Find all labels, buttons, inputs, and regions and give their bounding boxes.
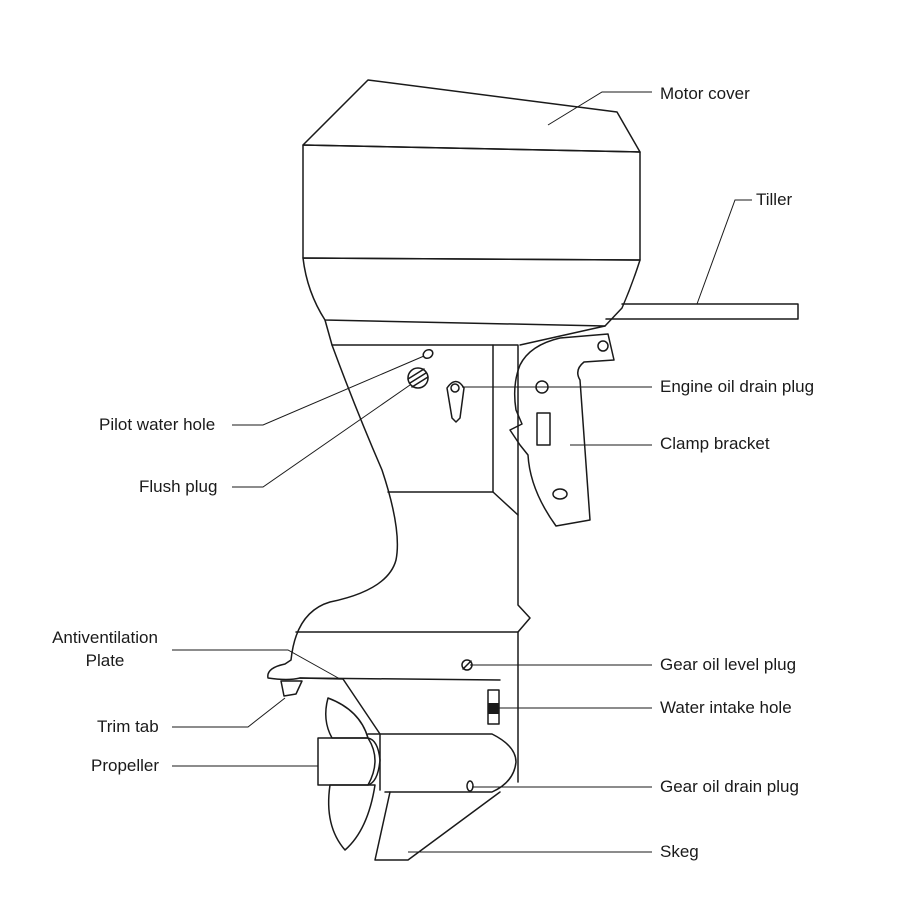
midsection-shape xyxy=(267,319,399,681)
antiventilation-plate-bottom xyxy=(299,677,501,681)
label-motor-cover: Motor cover xyxy=(660,84,750,103)
leader-tiller xyxy=(696,199,752,305)
clamp-bracket-shape xyxy=(509,333,615,527)
gearcase-shape xyxy=(342,678,517,793)
clamp-bolt-top xyxy=(597,340,609,352)
label-tiller: Tiller xyxy=(756,190,793,209)
engine-oil-drain-plug-bolt xyxy=(450,383,460,393)
propeller-blade-bottom xyxy=(327,784,376,851)
label-antiventilation-line2: Plate xyxy=(85,651,125,670)
trim-tab-shape xyxy=(280,680,303,697)
motor-cover-shape xyxy=(302,79,641,153)
clamp-bolt-bottom xyxy=(552,488,568,500)
powerhead-lower xyxy=(302,257,641,327)
gear-oil-drain-plug-shape xyxy=(466,780,474,792)
gear-oil-level-plug-slot xyxy=(462,660,472,670)
pilot-water-hole-shape xyxy=(422,348,434,360)
leader-antiventilation-plate xyxy=(172,649,341,680)
leader-flush-plug xyxy=(232,384,411,488)
label-antiventilation-plate: Antiventilation Plate xyxy=(42,628,168,671)
leader-motor-cover xyxy=(547,91,652,126)
propeller-blade-top xyxy=(325,697,369,739)
tiller-shape xyxy=(605,303,799,320)
label-engine-oil-drain-plug: Engine oil drain plug xyxy=(660,377,815,396)
label-water-intake-hole: Water intake hole xyxy=(660,698,792,717)
label-trim-tab: Trim tab xyxy=(97,717,159,736)
midsection-plate xyxy=(331,344,494,493)
propeller-blade-front xyxy=(367,737,381,786)
label-propeller: Propeller xyxy=(91,756,160,775)
midsection-top xyxy=(519,325,606,346)
label-gear-oil-level-plug: Gear oil level plug xyxy=(660,655,797,674)
flush-plug-shape xyxy=(407,367,429,389)
clamp-slot xyxy=(536,412,551,446)
label-flush-plug: Flush plug xyxy=(139,477,218,496)
label-gear-oil-drain-plug: Gear oil drain plug xyxy=(660,777,799,796)
skeg-shape xyxy=(374,791,501,861)
gearcase-front xyxy=(367,733,381,791)
propeller-hub xyxy=(317,737,376,786)
engine-oil-drain-plug-shape xyxy=(446,380,465,423)
midsection-rear xyxy=(492,344,531,783)
leader-pilot-water-hole xyxy=(232,355,425,426)
label-skeg: Skeg xyxy=(660,842,699,861)
flush-plug-slot xyxy=(407,368,429,388)
leader-trim-tab xyxy=(172,697,286,728)
label-antiventilation-line1: Antiventilation xyxy=(52,628,158,647)
water-intake-hole-fill xyxy=(488,703,499,714)
label-clamp-bracket: Clamp bracket xyxy=(660,434,770,453)
label-pilot-water-hole: Pilot water hole xyxy=(99,415,216,434)
powerhead-upper xyxy=(302,144,641,261)
midsection-side xyxy=(492,491,519,516)
